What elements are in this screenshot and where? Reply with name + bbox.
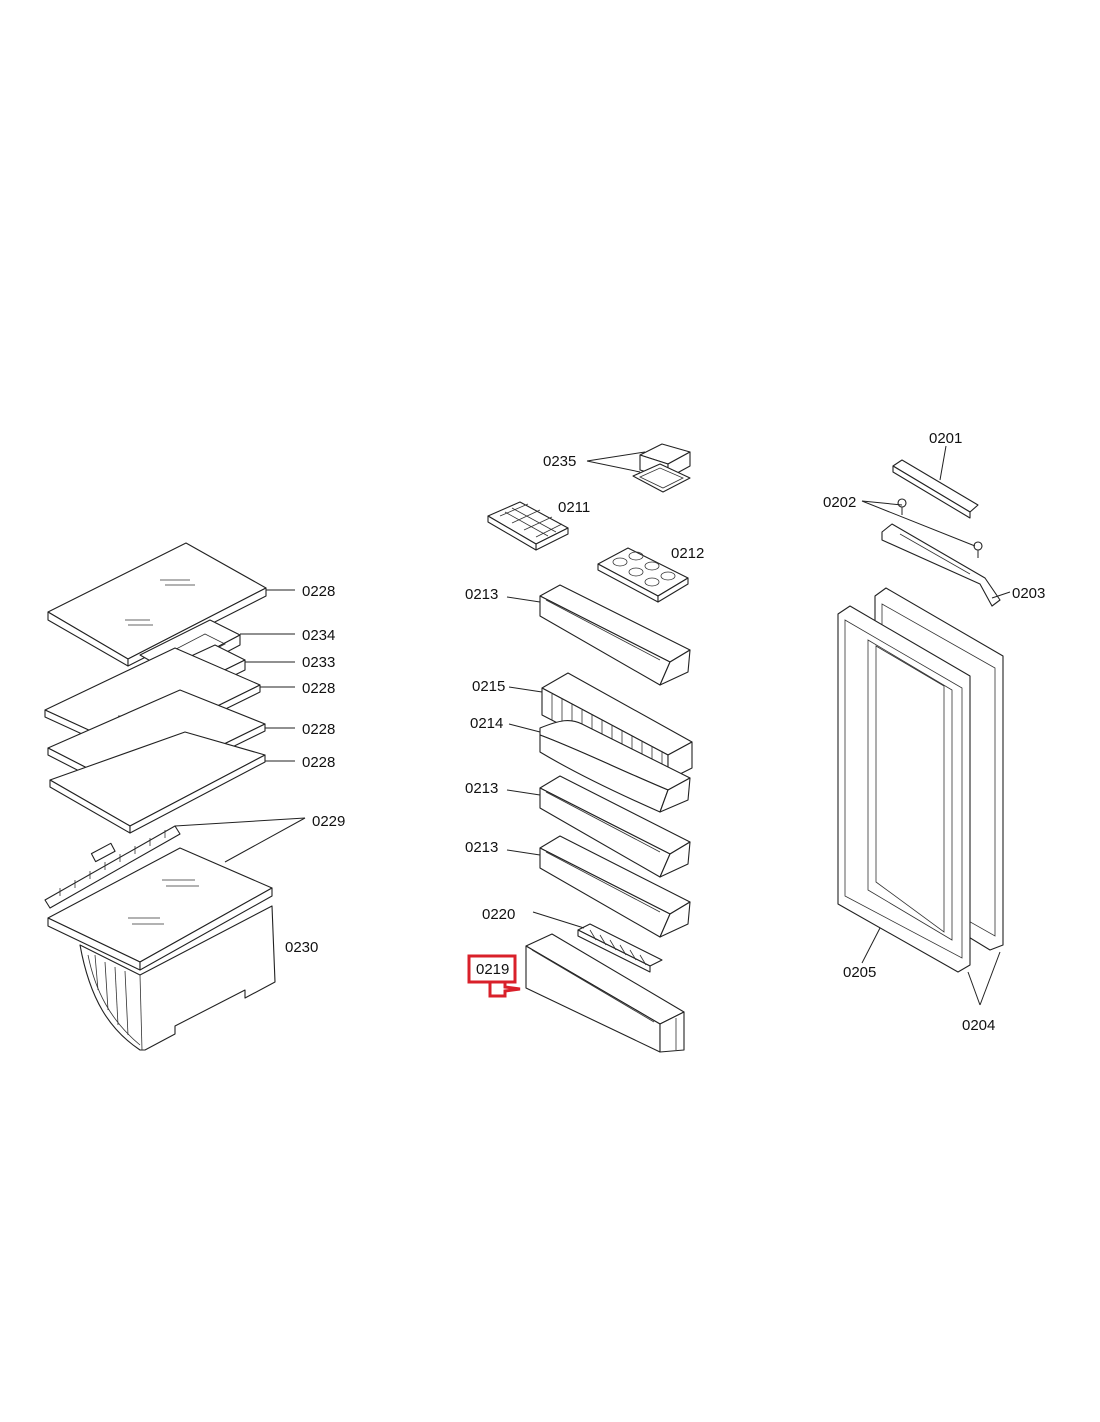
label-0220: 0220 bbox=[482, 906, 515, 923]
glass-shelf-4 bbox=[49, 731, 266, 834]
leader-lines-left bbox=[174, 589, 306, 863]
label-0204: 0204 bbox=[962, 1017, 995, 1034]
door-shelf-0213-low bbox=[539, 835, 691, 938]
label-0205: 0205 bbox=[843, 964, 876, 981]
label-0215: 0215 bbox=[472, 678, 505, 695]
rail-0229 bbox=[44, 825, 181, 909]
door-shelves-group bbox=[487, 443, 693, 1053]
door-group bbox=[837, 459, 1004, 973]
leader-lines-middle bbox=[506, 451, 646, 929]
highlight-0219[interactable]: 0219 bbox=[467, 954, 521, 998]
label-0229: 0229 bbox=[312, 813, 345, 830]
label-0235: 0235 bbox=[543, 453, 576, 470]
crisper-cover bbox=[47, 847, 273, 971]
bottle-retainer-0220 bbox=[577, 923, 663, 973]
leader-lines-right bbox=[861, 445, 1011, 1006]
label-0219: 0219 bbox=[476, 961, 509, 978]
highlight-box bbox=[467, 954, 517, 984]
label-0212: 0212 bbox=[671, 545, 704, 562]
shelves-group bbox=[44, 542, 276, 1051]
screw-0202-b bbox=[973, 541, 983, 558]
door-gasket-0205 bbox=[837, 605, 971, 973]
door-shelf-0213-top bbox=[539, 584, 691, 686]
label-0228-top: 0228 bbox=[302, 583, 335, 600]
hinge-bracket-0203 bbox=[881, 523, 1001, 607]
label-0213-low: 0213 bbox=[465, 839, 498, 856]
label-0202: 0202 bbox=[823, 494, 856, 511]
screw-0202-a bbox=[897, 498, 907, 515]
label-0213-mid: 0213 bbox=[465, 780, 498, 797]
label-0228-fourth: 0228 bbox=[302, 754, 335, 771]
door-shelf-0213-mid bbox=[539, 775, 691, 878]
label-0230: 0230 bbox=[285, 939, 318, 956]
label-0203: 0203 bbox=[1012, 585, 1045, 602]
label-0228-third: 0228 bbox=[302, 721, 335, 738]
door-shelf-0214 bbox=[539, 719, 691, 813]
label-0214: 0214 bbox=[470, 715, 503, 732]
label-0234: 0234 bbox=[302, 627, 335, 644]
part-labels: 0228 0234 0233 0228 0228 0228 0229 0230 … bbox=[285, 430, 1045, 1034]
label-0211: 0211 bbox=[558, 499, 590, 516]
handle-0201 bbox=[892, 459, 979, 519]
highlight-arrow-icon bbox=[488, 982, 521, 998]
label-0213-top: 0213 bbox=[465, 586, 498, 603]
ice-tray-0211 bbox=[487, 501, 569, 551]
bottle-shelf-0219 bbox=[525, 933, 685, 1053]
egg-tray-0212 bbox=[597, 547, 689, 603]
label-0201: 0201 bbox=[929, 430, 962, 447]
label-0233: 0233 bbox=[302, 654, 335, 671]
butter-box-0235 bbox=[632, 443, 691, 493]
crisper-drawer bbox=[79, 905, 276, 1051]
label-0228-second: 0228 bbox=[302, 680, 335, 697]
